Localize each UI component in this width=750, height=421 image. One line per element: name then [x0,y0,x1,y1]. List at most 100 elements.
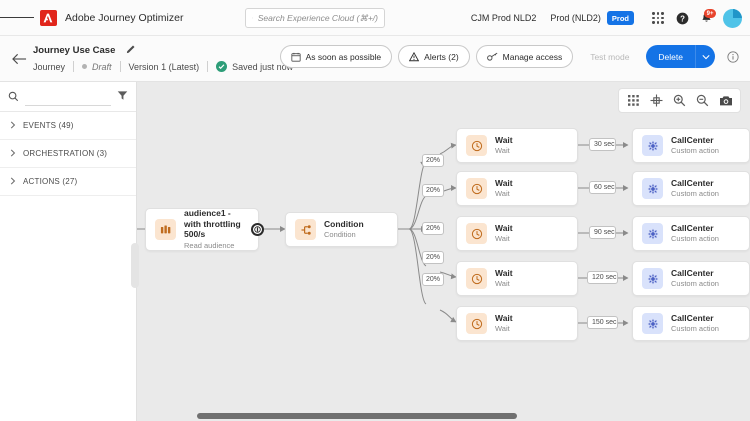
status-badge: Draft [92,61,112,72]
zoom-in-icon[interactable] [668,89,691,112]
sidebar-section-actions[interactable]: ACTIONS (27) [0,168,136,196]
clock-icon [466,178,487,199]
wait-delay-label[interactable]: 60 sec [589,181,616,194]
branch-percent-label[interactable]: 20% [422,251,445,264]
delete-button[interactable]: Delete [646,45,695,68]
node-text: audience1 - with throttling 500/s Read a… [184,208,249,251]
journey-canvas[interactable]: audience1 - with throttling 500/s Read a… [137,82,750,421]
node-title: CallCenter [671,134,714,145]
node-text: CallCenter Custom action [671,268,719,289]
adobe-logo [40,9,57,26]
search-icon [252,17,253,19]
journey-node-action[interactable]: CallCenter Custom action [632,216,750,251]
app-grid-icon[interactable] [646,6,670,30]
journey-connectors [137,142,629,326]
branch-percent-label[interactable]: 20% [422,273,445,286]
palette-search-input[interactable] [25,88,111,106]
clock-icon [466,223,487,244]
wait-delay-label[interactable]: 90 sec [589,226,616,239]
search-input[interactable]: Search Experience Cloud (⌘+/) [245,8,385,28]
page-title: Journey Use Case [33,44,116,56]
org-name[interactable]: CJM Prod NLD2 [470,13,537,23]
version-label: Version 1 (Latest) [128,61,200,72]
wait-delay-label[interactable]: 30 sec [589,138,616,151]
journey-node-wait[interactable]: Wait Wait [456,171,578,206]
clock-icon [466,313,487,334]
info-circle-icon[interactable] [724,48,742,66]
node-title: Condition [324,218,364,229]
sidebar-resize-handle[interactable] [131,243,139,288]
alerts-button[interactable]: Alerts (2) [398,45,470,68]
node-subtitle: Custom action [671,189,719,199]
chevron-down-icon[interactable] [695,45,715,68]
node-subtitle: Custom action [671,324,719,334]
grid-icon[interactable] [622,89,645,112]
node-subtitle: Wait [495,146,510,156]
sidebar-section-label: ORCHESTRATION (3) [23,149,108,158]
zoom-out-icon[interactable] [691,89,714,112]
pencil-icon[interactable] [126,41,136,59]
node-subtitle: Custom action [671,146,719,156]
node-title: CallCenter [671,267,714,278]
journey-node-action[interactable]: CallCenter Custom action [632,128,750,163]
node-subtitle: Custom action [671,234,719,244]
branch-percent-label[interactable]: 20% [422,184,445,197]
journey-node-action[interactable]: CallCenter Custom action [632,171,750,206]
branch-percent-label[interactable]: 20% [422,154,445,167]
journey-node-wait[interactable]: Wait Wait [456,216,578,251]
alerts-button-label: Alerts (2) [424,51,459,62]
sidebar-section-orchestration[interactable]: ORCHESTRATION (3) [0,140,136,168]
clock-icon [466,135,487,156]
journey-type-label: Journey [33,61,66,72]
schedule-button-label: As soon as possible [305,51,382,62]
node-title: CallCenter [671,177,714,188]
manage-access-button[interactable]: Manage access [475,45,574,68]
journey-node-condition[interactable]: Condition Condition [285,212,398,247]
wait-delay-label[interactable]: 120 sec [587,271,618,284]
sandbox-name[interactable]: Prod (NLD2) [550,13,601,23]
back-arrow-icon[interactable] [10,50,28,68]
help-icon[interactable]: ? [670,6,694,30]
notification-badge: 9+ [704,9,716,18]
journey-node-wait[interactable]: Wait Wait [456,128,578,163]
sandbox-badge: Prod [606,11,634,25]
node-text: CallCenter Custom action [671,313,719,334]
node-text: CallCenter Custom action [671,135,719,156]
camera-icon[interactable] [714,89,737,112]
hamburger-icon[interactable] [0,0,34,36]
journey-node-action[interactable]: CallCenter Custom action [632,261,750,296]
manage-access-button-label: Manage access [502,51,563,62]
journey-node-wait[interactable]: Wait Wait [456,261,578,296]
throttle-icon[interactable] [251,223,264,236]
center-crosshair-icon[interactable] [645,89,668,112]
sidebar-section-events[interactable]: EVENTS (49) [0,112,136,140]
bell-icon[interactable]: 9+ [694,6,718,30]
header-right-cluster: CJM Prod NLD2 Prod (NLD2) Prod ? 9+ [471,0,744,36]
search-placeholder: Search Experience Cloud (⌘+/) [257,12,378,23]
canvas-toolbar [618,88,741,113]
journey-node-wait[interactable]: Wait Wait [456,306,578,341]
node-subtitle: Wait [495,189,510,199]
node-subtitle: Wait [495,324,510,334]
sidebar-section-label: EVENTS (49) [23,121,74,130]
custom-action-icon [642,135,663,156]
divider [73,61,75,72]
node-text: Wait Wait [495,178,513,199]
branch-percent-label[interactable]: 20% [422,222,445,235]
schedule-button[interactable]: As soon as possible [279,45,393,68]
filter-icon[interactable] [117,88,128,106]
journey-node-action[interactable]: CallCenter Custom action [632,306,750,341]
canvas-horizontal-scrollbar[interactable] [197,413,517,419]
sidebar-section-label: ACTIONS (27) [23,177,78,186]
journey-node-audience[interactable]: audience1 - with throttling 500/s Read a… [145,208,259,251]
svg-text:?: ? [680,14,685,23]
node-title: Wait [495,177,513,188]
chevron-right-icon [10,149,16,159]
custom-action-icon [642,313,663,334]
user-avatar[interactable] [723,8,742,28]
wait-delay-label[interactable]: 150 sec [587,316,618,329]
clock-icon [466,268,487,289]
key-icon [486,52,498,61]
search-icon[interactable] [8,91,19,102]
